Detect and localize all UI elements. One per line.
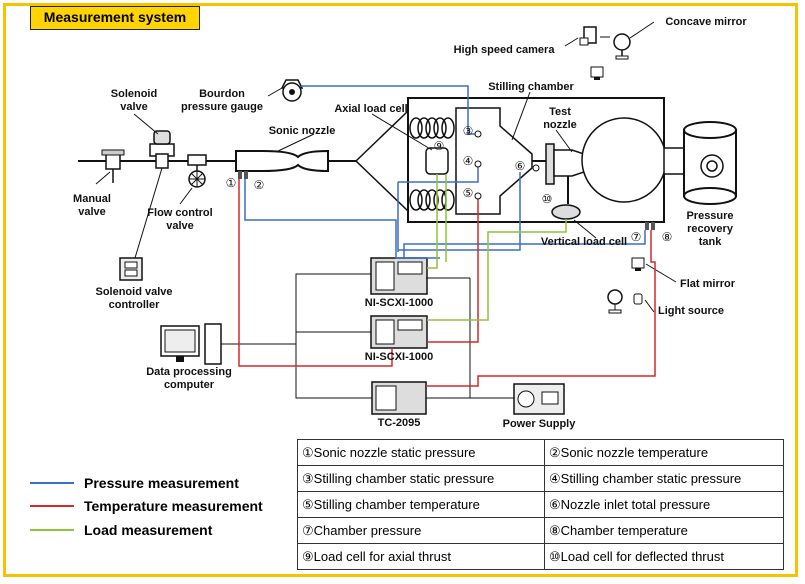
diagram-title: Measurement system: [30, 6, 200, 30]
label-tc-2095: TC-2095: [377, 417, 421, 429]
ni-scxi-1000-unit-1: [370, 257, 428, 295]
chamber-inlet-cone: [354, 109, 409, 213]
label-manual-valve: Manual valve: [73, 193, 111, 218]
table-cell: ⑩Load cell for deflected thrust: [544, 543, 784, 570]
pressure-recovery-tank-icon: [683, 121, 737, 205]
label-data-processing-computer: Data processing computer: [146, 366, 232, 391]
label-flat-mirror: Flat mirror: [680, 278, 736, 290]
load-lines: [427, 174, 567, 321]
bourdon-gauge-icon: [280, 79, 304, 102]
label-stilling-chamber: Stilling chamber: [488, 81, 574, 93]
table-cell: ④Stilling chamber static pressure: [544, 465, 784, 492]
legend-temperature-label: Temperature measurement: [84, 498, 263, 514]
table-cell: ⑤Stilling chamber temperature: [297, 491, 545, 518]
ni-scxi-1000-unit-2: [370, 315, 428, 349]
marker-6: ⑥: [514, 159, 526, 173]
legend-load-swatch: [30, 529, 74, 531]
label-ni-scxi-1000-2: NI-SCXI-1000: [364, 351, 434, 363]
legend-temperature-swatch: [30, 505, 74, 507]
legend-temperature: Temperature measurement: [30, 497, 263, 515]
label-bourdon-gauge: Bourdon pressure gauge: [181, 88, 263, 113]
legend-pressure-swatch: [30, 482, 74, 484]
chamber-port-7: [645, 222, 649, 230]
marker-10: ⑩: [541, 192, 553, 206]
marker-3: ③: [462, 124, 474, 138]
temperature-lines: [238, 179, 656, 387]
marker-9: ⑨: [433, 139, 445, 153]
label-light-source: Light source: [658, 305, 725, 317]
manual-valve-icon: [101, 149, 125, 183]
concave-mirror-icon: [613, 33, 631, 60]
label-test-nozzle: Test nozzle: [543, 106, 577, 131]
label-concave-mirror: Concave mirror: [665, 16, 747, 28]
sonic-nozzle-icon: [235, 149, 329, 173]
table-cell: ①Sonic nozzle static pressure: [297, 439, 545, 466]
label-axial-load-cell: Axial load cell: [334, 103, 408, 115]
table-cell: ⑥Nozzle inlet total pressure: [544, 491, 784, 518]
label-ni-scxi-1000-1: NI-SCXI-1000: [364, 297, 434, 309]
label-sonic-nozzle: Sonic nozzle: [268, 125, 336, 137]
port-6: [532, 164, 540, 172]
table-cell: ③Stilling chamber static pressure: [297, 465, 545, 492]
table-cell: ⑦Chamber pressure: [297, 517, 545, 544]
label-solenoid-valve: Solenoid valve: [110, 88, 158, 113]
marker-1: ①: [225, 176, 237, 190]
legend-pressure-label: Pressure measurement: [84, 475, 239, 491]
label-pressure-recovery-tank: Pressure recovery tank: [686, 210, 734, 248]
marker-4: ④: [462, 154, 474, 168]
port-4: [474, 160, 482, 168]
legend-pressure: Pressure measurement: [30, 474, 239, 492]
pressure-lines: [244, 85, 646, 259]
label-vertical-load-cell: Vertical load cell: [540, 236, 628, 248]
port-5: [474, 192, 482, 200]
flat-mirror-icon: [631, 257, 645, 271]
sonic-nozzle-port-2: [244, 171, 248, 179]
light-source-icon: [607, 289, 643, 314]
table-cell: ⑧Chamber temperature: [544, 517, 784, 544]
flow-control-valve-icon: [187, 154, 207, 188]
leader-lines: [95, 87, 597, 239]
marker-2: ②: [253, 178, 265, 192]
marker-5: ⑤: [462, 186, 474, 200]
label-power-supply: Power Supply: [502, 418, 576, 430]
sonic-nozzle-port-1: [238, 171, 242, 179]
solenoid-controller-wire: [134, 167, 163, 259]
marker-7: ⑦: [630, 230, 642, 244]
vertical-load-cell-icon: [551, 204, 581, 220]
legend-load-label: Load measurement: [84, 522, 213, 538]
power-supply-icon: [513, 383, 565, 415]
high-speed-camera-icon: [579, 26, 597, 46]
monitor-small-icon: [590, 66, 604, 80]
chamber-port-8: [651, 222, 655, 230]
label-high-speed-camera: High speed camera: [453, 44, 555, 56]
spring-top-icon: [409, 117, 455, 139]
daq-wiring: [221, 273, 514, 399]
legend-load: Load measurement: [30, 521, 212, 539]
marker-8: ⑧: [661, 230, 673, 244]
table-cell: ⑨Load cell for axial thrust: [297, 543, 545, 570]
viewing-window: [581, 117, 667, 203]
test-nozzle-flange: [545, 143, 555, 185]
diagram-frame: [3, 3, 798, 577]
label-flow-control-valve: Flow control valve: [147, 207, 213, 232]
table-cell: ②Sonic nozzle temperature: [544, 439, 784, 466]
port-3: [474, 130, 482, 138]
solenoid-controller-icon: [119, 257, 143, 281]
tc-2095-unit: [371, 381, 427, 415]
label-solenoid-valve-controller: Solenoid valve controller: [95, 286, 173, 311]
data-processing-computer-icon: [160, 323, 222, 365]
solenoid-valve-icon: [149, 130, 175, 169]
